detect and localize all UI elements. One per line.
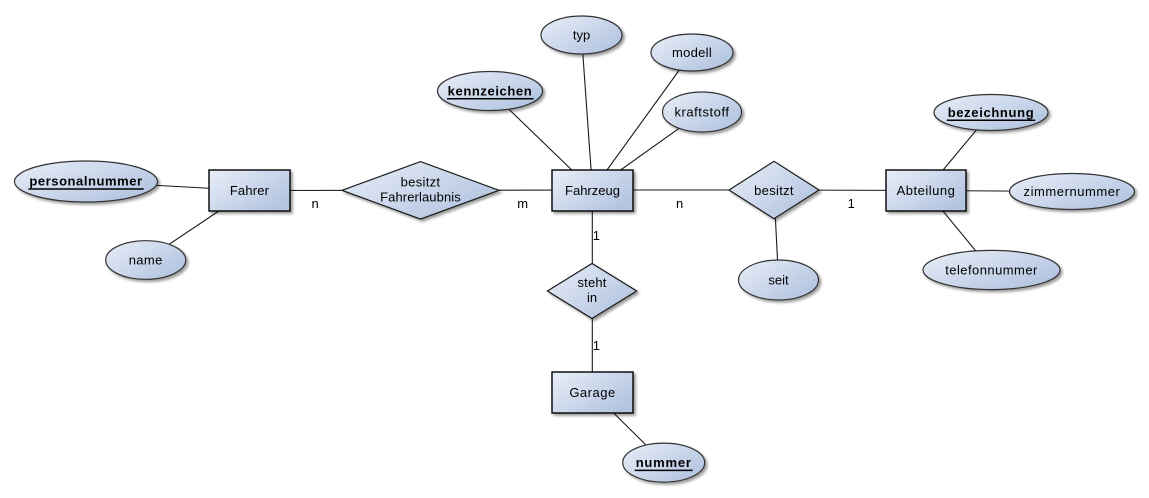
svg-text:Fahrzeug: Fahrzeug (565, 183, 620, 198)
svg-text:seit: seit (768, 273, 789, 288)
svg-text:kennzeichen: kennzeichen (448, 84, 533, 99)
svg-text:1: 1 (593, 228, 600, 243)
svg-text:n: n (312, 196, 319, 211)
svg-text:Garage: Garage (569, 385, 615, 400)
svg-text:name: name (129, 253, 163, 268)
svg-text:1: 1 (593, 338, 600, 353)
svg-text:Fahrer: Fahrer (230, 183, 270, 198)
svg-text:Fahrerlaubnis: Fahrerlaubnis (380, 190, 461, 205)
svg-text:kraftstoff: kraftstoff (674, 105, 729, 120)
svg-text:bezeichnung: bezeichnung (948, 105, 1035, 120)
svg-text:zimmernummer: zimmernummer (1024, 184, 1121, 199)
svg-text:personalnummer: personalnummer (29, 174, 142, 189)
svg-text:besitzt: besitzt (754, 183, 794, 198)
svg-text:telefonnummer: telefonnummer (945, 263, 1038, 278)
svg-text:Abteilung: Abteilung (897, 183, 956, 198)
svg-text:besitzt: besitzt (401, 175, 441, 190)
svg-text:1: 1 (848, 196, 855, 211)
svg-text:modell: modell (672, 45, 712, 60)
svg-text:n: n (676, 196, 683, 211)
svg-text:steht: steht (578, 275, 607, 290)
svg-text:nummer: nummer (636, 455, 692, 470)
svg-text:typ: typ (573, 28, 590, 43)
svg-text:m: m (517, 196, 528, 211)
svg-text:in: in (587, 290, 597, 305)
